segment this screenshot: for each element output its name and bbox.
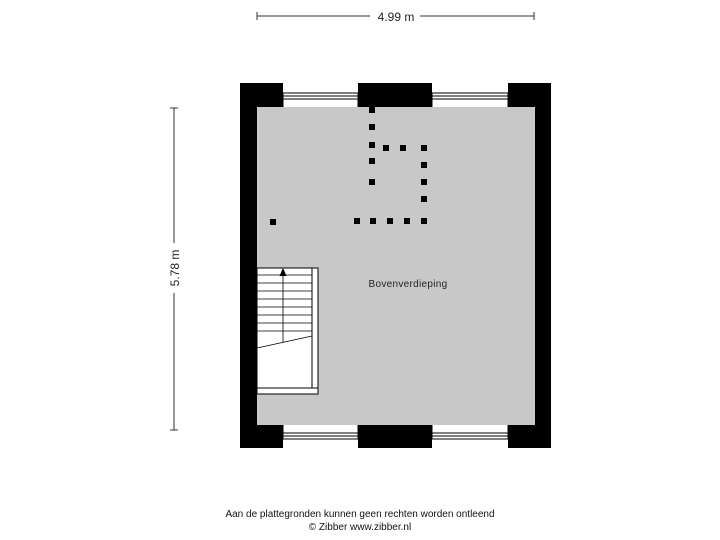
disclaimer-text: Aan de plattegronden kunnen geen rechten… bbox=[225, 509, 495, 520]
copyright-text: © Zibber www.zibber.nl bbox=[308, 522, 412, 533]
stair-arrow-icon bbox=[279, 268, 287, 276]
height-label: 5.78 m bbox=[168, 250, 182, 287]
top-window-left bbox=[282, 83, 359, 107]
width-dimension: 4.99 m bbox=[256, 8, 535, 24]
top-window-right bbox=[431, 83, 509, 107]
bottom-window-left bbox=[282, 425, 359, 448]
width-label: 4.99 m bbox=[378, 10, 415, 24]
room-label: Bovenverdieping bbox=[369, 279, 448, 290]
bottom-window-right bbox=[431, 425, 509, 448]
height-dimension: 5.78 m bbox=[166, 107, 182, 431]
staircase bbox=[256, 267, 319, 395]
lowered-ceiling-markers bbox=[270, 107, 427, 225]
